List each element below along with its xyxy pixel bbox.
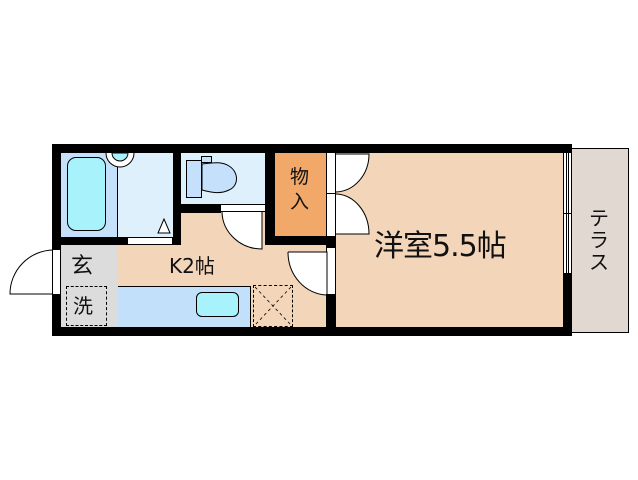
bath-drain-icon	[157, 218, 171, 234]
wall-bath-right	[173, 144, 181, 245]
toilet-lid-icon	[201, 156, 212, 163]
wall-kitchen-western-lower	[326, 294, 336, 336]
storage-label: 物 入	[290, 166, 310, 213]
toilet-door-swing-icon	[221, 211, 263, 250]
kitchen-counter-left	[118, 286, 165, 327]
wall-right-upper	[563, 144, 572, 153]
kitchen-label: K2帖	[169, 254, 215, 278]
western-room-label: 洋室5.5帖	[374, 229, 507, 264]
refrigerator-space	[253, 285, 293, 327]
storage-door-mullion	[326, 193, 336, 194]
storage	[275, 153, 326, 236]
wall-bottom	[52, 327, 572, 336]
toilet-tank-icon	[186, 160, 202, 198]
wall-left-lower	[52, 294, 61, 336]
sink-icon	[196, 292, 239, 317]
wall-storage-bottom	[265, 236, 336, 245]
bathtub-icon	[67, 157, 106, 231]
terrace-label: テ ラ ス	[589, 206, 609, 274]
washer-label: 洗	[73, 294, 93, 318]
wall-left-upper	[52, 144, 61, 250]
wall-kitchen-western-upper	[326, 236, 336, 248]
wall-toilet-bottom	[173, 204, 221, 213]
wall-right-lower	[563, 273, 572, 336]
washer-space	[66, 286, 107, 326]
western-room	[336, 153, 563, 327]
entrance-door-frame	[52, 250, 61, 294]
western-room-door-swing-icon	[287, 251, 328, 296]
terrace-window-mullion	[563, 213, 572, 214]
wall-bath-bottom	[52, 237, 128, 245]
refrigerator-x-icon	[254, 286, 292, 326]
bath-door	[127, 237, 173, 245]
storage-door-swing-icon	[335, 153, 370, 235]
wall-toilet-right	[265, 144, 275, 245]
entrance-door-swing-icon	[9, 249, 54, 295]
storage-door-frame	[326, 153, 336, 236]
wall-top	[52, 144, 572, 153]
toilet-bowl-icon	[201, 162, 237, 194]
washbasin-icon	[105, 153, 135, 168]
entrance-label: 玄	[71, 254, 94, 279]
